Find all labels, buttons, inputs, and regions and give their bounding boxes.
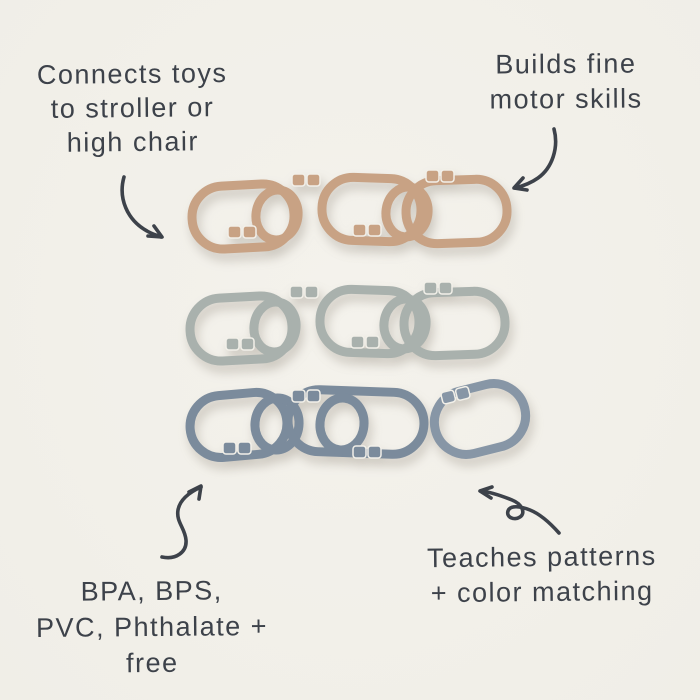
chain-link-toy-sage [185, 281, 510, 366]
clasp-bead [440, 169, 455, 183]
clasp-bead [242, 225, 257, 239]
clasp-bead [438, 281, 453, 295]
annotation-line: Builds fine [495, 48, 637, 80]
detached-link-clasp [440, 385, 471, 405]
chain-links [185, 284, 510, 366]
arrow-bottom-left [160, 485, 203, 560]
clasp-bead [306, 173, 321, 187]
clasp-bead [291, 389, 306, 403]
clasp-bead [423, 281, 438, 295]
chain-link-oval [401, 174, 512, 249]
clasp-bead [222, 441, 237, 455]
chain-clasps [222, 389, 382, 459]
chain-links [185, 385, 429, 462]
arrow-bottom-right [479, 489, 561, 535]
chain-links [187, 172, 512, 254]
chain-link-toy-slate [185, 379, 531, 462]
arrowhead-top-left [146, 224, 164, 239]
annotation-line: PVC, Phthalate + [35, 610, 269, 644]
clasp-bead [304, 285, 319, 299]
chain-link-ring [250, 393, 304, 455]
chain-link-oval [315, 284, 424, 359]
clasp-bead [225, 337, 240, 351]
chain-link-oval [429, 379, 531, 459]
arrowhead-bottom-left [187, 484, 203, 501]
chain-link-ring [251, 185, 303, 245]
annotation-line: Teaches patterns [426, 540, 657, 574]
chain-link-oval [317, 172, 426, 247]
chain-link-ring [249, 297, 301, 357]
clasp-bead [227, 225, 242, 239]
clasp-bead [425, 169, 440, 183]
clasp-bead [240, 337, 255, 351]
arrow-top-left [120, 175, 163, 239]
annotation-line: Connects toys [36, 58, 228, 90]
clasp-bead [440, 389, 457, 405]
annotation-line: motor skills [489, 83, 643, 115]
arrowhead-top-right [512, 176, 529, 192]
clasp-bead [367, 223, 382, 237]
annotation-patterns-colors: Teaches patterns + color matching [393, 538, 692, 611]
annotation-connects-toys: Connects toys to stroller or high chair [9, 56, 255, 161]
annotation-line: + color matching [430, 575, 654, 609]
clasp-bead [352, 445, 367, 459]
clasp-bead [306, 389, 321, 403]
chain-clasps [225, 281, 453, 351]
chain-link-ring [381, 182, 433, 242]
chain-link-toy-tan [187, 169, 512, 254]
clasp-bead [350, 335, 365, 349]
detached-link [429, 379, 531, 459]
clasp-bead [237, 441, 252, 455]
annotation-line: BPA, BPS, [80, 575, 223, 607]
chain-clasps [227, 169, 455, 239]
clasp-bead [454, 385, 471, 401]
chain-link-ring [315, 393, 369, 455]
clasp-bead [289, 285, 304, 299]
arrow-top-right [513, 127, 558, 190]
annotation-line: high chair [66, 126, 200, 158]
clasp-bead [291, 173, 306, 187]
chain-link-ring [379, 294, 431, 354]
annotation-line: free [125, 647, 179, 679]
chain-link-oval [399, 286, 510, 361]
clasp-bead [352, 223, 367, 237]
clasp-bead [367, 445, 382, 459]
arrowhead-bottom-right [478, 485, 494, 500]
annotation-fine-motor: Builds fine motor skills [450, 46, 682, 118]
annotation-chemical-free: BPA, BPS, PVC, Phthalate + free [8, 572, 297, 683]
annotation-line: to stroller or [50, 92, 215, 124]
clasp-bead [365, 335, 380, 349]
